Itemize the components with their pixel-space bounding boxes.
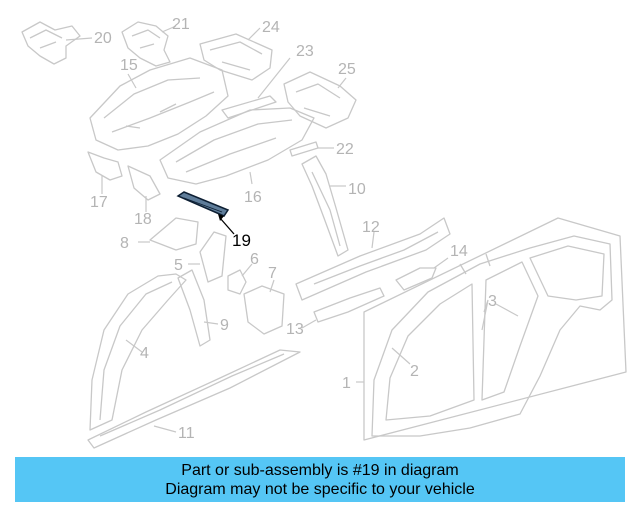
callout-2[interactable]: 2	[410, 363, 419, 380]
part-12	[295, 217, 451, 301]
part-5	[188, 231, 227, 283]
part-22	[289, 141, 334, 157]
part-7	[243, 279, 285, 335]
callout-5[interactable]: 5	[174, 257, 183, 274]
part-16	[159, 107, 315, 185]
part-6	[227, 263, 253, 295]
callout-19[interactable]: 19	[232, 231, 251, 250]
callout-7[interactable]: 7	[268, 265, 277, 282]
parts-diagram: 20 21 24 15 23 25 22 10 17 16 18 19 12 8…	[21, 16, 627, 449]
part-20	[21, 21, 93, 65]
banner-line-2: Diagram may not be specific to your vehi…	[165, 480, 475, 498]
callout-12[interactable]: 12	[362, 219, 380, 236]
part-10	[301, 155, 349, 257]
callout-25[interactable]: 25	[338, 61, 356, 78]
part-9	[177, 269, 219, 347]
callout-22[interactable]: 22	[336, 141, 354, 158]
part-14	[395, 257, 449, 291]
banner-line-1: Part or sub-assembly is #19 in diagram	[181, 461, 459, 479]
callout-18[interactable]: 18	[134, 211, 152, 228]
callout-17[interactable]: 17	[90, 194, 108, 211]
part-8	[138, 217, 199, 251]
callout-10[interactable]: 10	[348, 181, 366, 198]
callout-20[interactable]: 20	[94, 30, 112, 47]
part-24	[199, 27, 273, 81]
callout-11[interactable]: 11	[178, 425, 195, 442]
part-23	[221, 57, 291, 119]
part-18	[127, 165, 161, 212]
part-21	[121, 21, 177, 67]
callout-1[interactable]: 1	[342, 375, 351, 392]
callout-3[interactable]: 3	[488, 293, 497, 310]
part-1	[356, 217, 627, 441]
callout-14[interactable]: 14	[450, 243, 468, 260]
callout-16[interactable]: 16	[244, 189, 262, 206]
part-15	[89, 57, 229, 151]
callout-21[interactable]: 21	[172, 16, 190, 33]
callout-6[interactable]: 6	[250, 251, 259, 268]
callout-4[interactable]: 4	[140, 345, 149, 362]
callout-24[interactable]: 24	[262, 19, 280, 36]
part-13	[301, 287, 385, 329]
part-17	[87, 151, 123, 194]
part-4	[89, 273, 187, 431]
part-2-3	[371, 235, 613, 437]
callout-8[interactable]: 8	[120, 235, 129, 252]
callout-13[interactable]: 13	[286, 321, 304, 338]
part-19	[176, 191, 235, 235]
callout-9[interactable]: 9	[220, 317, 229, 334]
callout-23[interactable]: 23	[296, 43, 314, 60]
info-banner: Part or sub-assembly is #19 in diagram D…	[15, 457, 625, 502]
part-11	[87, 349, 301, 449]
part-25	[283, 71, 357, 129]
callout-15[interactable]: 15	[120, 57, 138, 74]
